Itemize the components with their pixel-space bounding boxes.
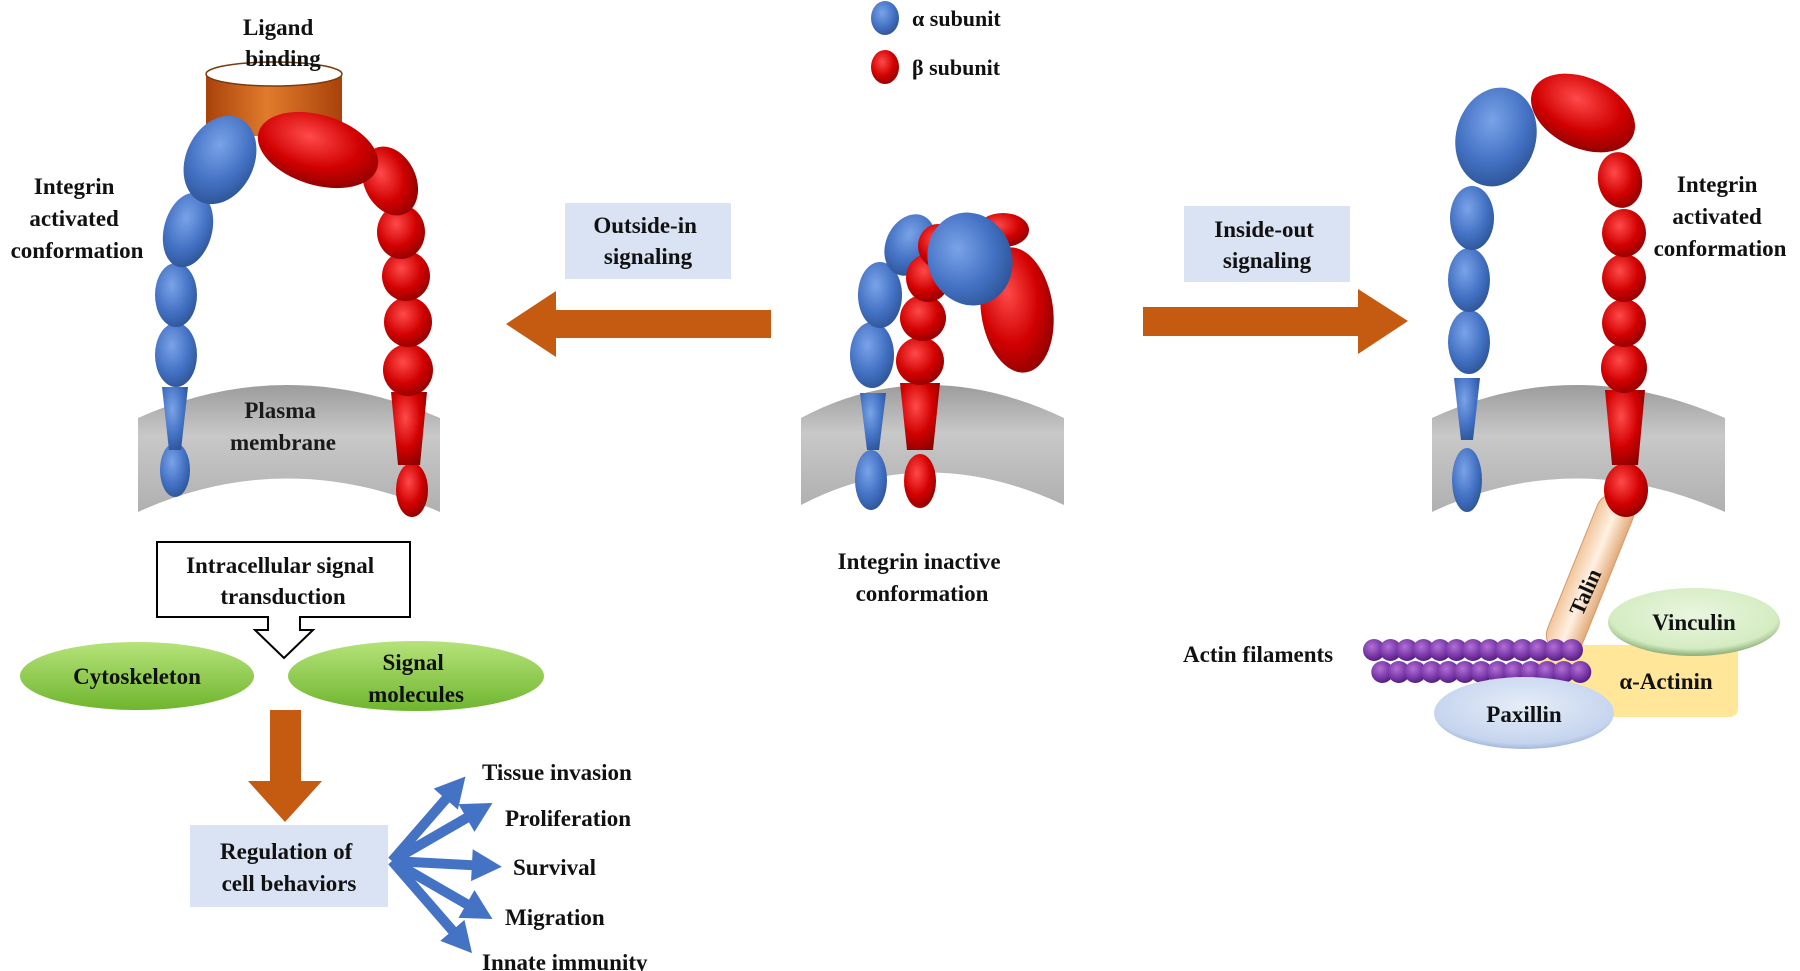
- ligand-binding-label: Ligand binding: [243, 15, 321, 71]
- actin-filament: [1363, 639, 1592, 683]
- actin-bead: [1371, 661, 1394, 683]
- actin-bead: [1561, 639, 1583, 661]
- left-integrin-activated-label: Integrin activated conformation: [11, 174, 144, 263]
- actin-bead: [1420, 661, 1443, 683]
- arrow-to-proliferation-icon: [389, 803, 493, 866]
- inside-out-label: Inside-out signaling: [1214, 217, 1319, 273]
- alpha-subunit-center: [850, 214, 936, 510]
- actin-bead: [1437, 661, 1460, 683]
- actin-bead: [1552, 661, 1575, 683]
- actin-bead: [1404, 661, 1427, 683]
- paxillin-label: Paxillin: [1486, 702, 1562, 727]
- regulation-label: Regulation of cell behaviors: [220, 839, 358, 896]
- actin-bead: [1470, 661, 1493, 683]
- regulation-box: Regulation of cell behaviors: [190, 825, 388, 907]
- actin-bead: [1363, 639, 1385, 661]
- cytoskeleton-node: Cytoskeleton: [20, 642, 254, 710]
- actin-bead: [1379, 639, 1402, 661]
- behavior-survival: Survival: [513, 855, 596, 880]
- behavior-labels: Tissue invasion Proliferation Survival M…: [482, 760, 648, 971]
- actin-bead: [1511, 639, 1534, 661]
- plasma-membrane-right: [1432, 385, 1725, 512]
- signal-transduction-label: Intracellular signal transduction: [186, 553, 380, 609]
- arrow-to-migration-icon: [389, 856, 493, 919]
- beta-subunit-left: [257, 111, 433, 517]
- signal-transduction-callout: Intracellular signal transduction: [156, 541, 411, 660]
- actin-bead: [1569, 661, 1592, 683]
- outside-in-box: Outside-in signaling: [565, 203, 731, 279]
- alpha-subunit-left: [155, 115, 257, 497]
- behavior-arrows: [388, 776, 502, 954]
- inside-out-arrow-icon: [1143, 289, 1408, 354]
- legend: α subunit β subunit: [871, 1, 1001, 84]
- beta-legend-label: β subunit: [912, 55, 1001, 80]
- plasma-membrane-left: [138, 385, 440, 512]
- actin-bead: [1478, 639, 1501, 661]
- outside-in-label: Outside-in signaling: [593, 213, 702, 269]
- actin-bead: [1387, 661, 1410, 683]
- outside-in-arrow-icon: [506, 291, 771, 357]
- alpha-legend-label: α subunit: [912, 6, 1001, 31]
- actin-bead: [1495, 639, 1517, 661]
- vinculin-node: [1608, 588, 1780, 656]
- down-arrow-icon: [248, 710, 322, 822]
- beta-legend-swatch: [871, 50, 899, 84]
- actin-filaments-label: Actin filaments: [1183, 642, 1333, 667]
- paxillin-node: [1434, 677, 1614, 749]
- actin-bead: [1453, 661, 1476, 683]
- alpha-head-center: [927, 212, 1013, 306]
- actin-bead: [1429, 639, 1451, 661]
- actin-bead: [1544, 639, 1567, 661]
- alpha-subunit-right: [1448, 87, 1537, 512]
- inside-out-box: Inside-out signaling: [1184, 206, 1350, 282]
- signal-molecules-label: Signal molecules: [368, 650, 464, 707]
- actin-bead: [1462, 639, 1484, 661]
- behavior-innate-immunity: Innate immunity: [482, 950, 648, 971]
- left-activated-integrin: Ligand binding Integrin activated confor…: [11, 15, 440, 517]
- inactive-conformation-label: Integrin inactive conformation: [838, 549, 1007, 606]
- alpha-legend-swatch: [871, 1, 899, 35]
- signal-molecules-node: Signal molecules: [288, 641, 544, 711]
- beta-subunit-right: [1531, 73, 1648, 517]
- actin-bead: [1412, 639, 1435, 661]
- cytoskeleton-label: Cytoskeleton: [73, 664, 201, 689]
- behavior-migration: Migration: [505, 905, 605, 930]
- plasma-membrane-label: Plasma membrane: [230, 398, 336, 455]
- actin-bead: [1486, 661, 1509, 683]
- actin-bead: [1445, 639, 1468, 661]
- arrow-to-tissue-invasion-icon: [388, 776, 466, 865]
- right-activated-integrin: Talin Integrin activated conformation: [1432, 73, 1787, 655]
- right-integrin-activated-label: Integrin activated conformation: [1654, 172, 1787, 261]
- behavior-proliferation: Proliferation: [505, 806, 631, 831]
- alpha-actinin-label: α-Actinin: [1619, 669, 1713, 694]
- actin-bead: [1528, 639, 1550, 661]
- actin-bead: [1396, 639, 1418, 661]
- vinculin-label: Vinculin: [1652, 610, 1736, 635]
- behavior-tissue-invasion: Tissue invasion: [482, 760, 632, 785]
- center-inactive-integrin: Integrin inactive conformation: [801, 212, 1064, 606]
- focal-adhesion-complex: α-Actinin Vinculin Paxillin Actin filame…: [1183, 588, 1780, 749]
- arrow-to-survival-icon: [391, 849, 502, 882]
- actin-bead: [1536, 661, 1559, 683]
- arrow-to-innate-immunity-icon: [388, 857, 473, 954]
